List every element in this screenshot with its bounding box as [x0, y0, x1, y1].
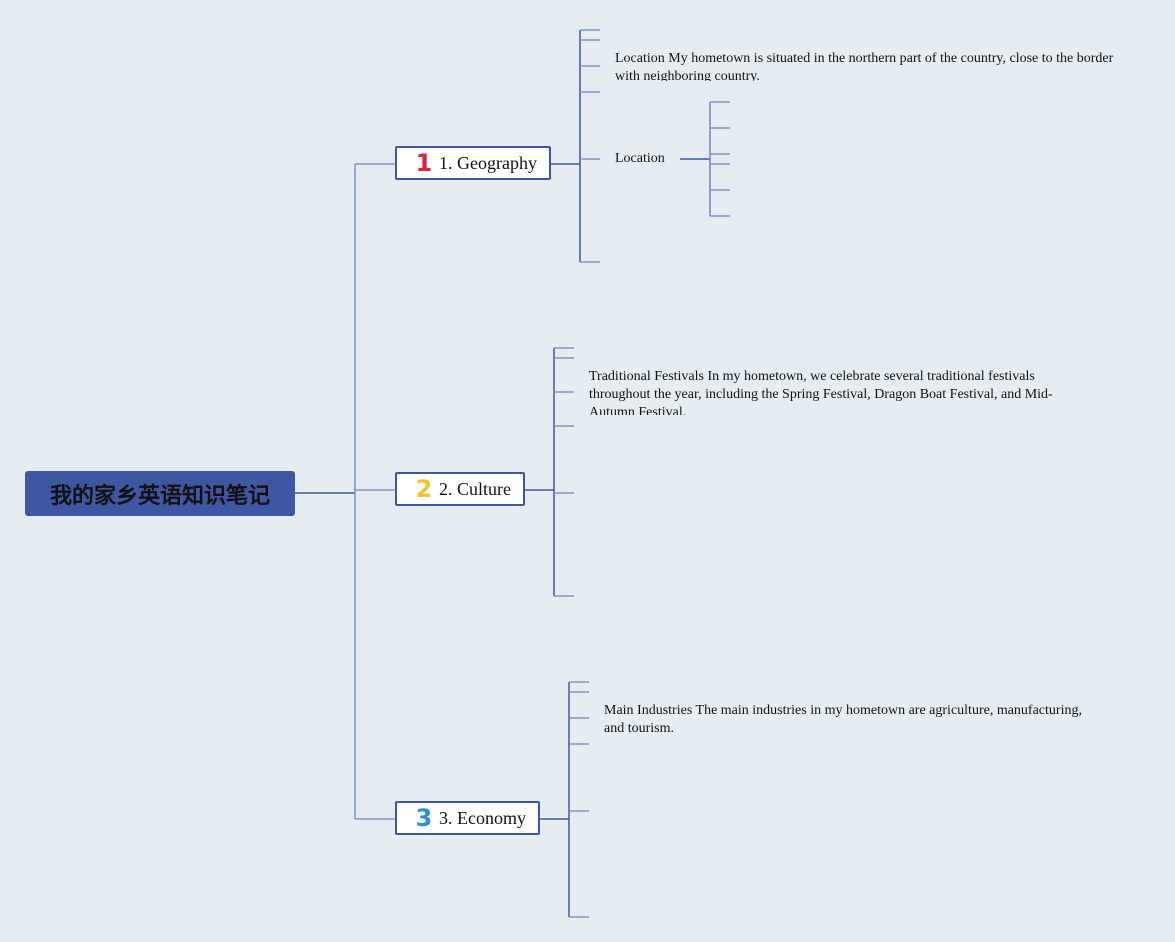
- branch-culture[interactable]: 2 2. Culture: [395, 472, 525, 506]
- note-geography-location[interactable]: Location My hometown is situated in the …: [615, 51, 1114, 81]
- branch-label: 3. Economy: [439, 807, 526, 828]
- note-economy-industries[interactable]: Main Industries The main industries in m…: [604, 703, 1082, 736]
- subtopic-location[interactable]: Location: [615, 151, 665, 166]
- branch-label: 1. Geography: [439, 152, 537, 173]
- root-title: 我的家乡英语知识笔记: [49, 483, 270, 509]
- number-two-icon: 2: [415, 475, 433, 503]
- number-one-icon: 1: [415, 149, 433, 177]
- note-culture-festivals[interactable]: Traditional Festivals In my hometown, we…: [589, 369, 1053, 415]
- branch-geography[interactable]: 1 1. Geography: [395, 146, 551, 180]
- branch-economy[interactable]: 3 3. Economy: [395, 801, 540, 835]
- root-topic[interactable]: 我的家乡英语知识笔记: [25, 471, 295, 516]
- branch-label: 2. Culture: [439, 478, 511, 499]
- number-three-icon: 3: [415, 804, 433, 832]
